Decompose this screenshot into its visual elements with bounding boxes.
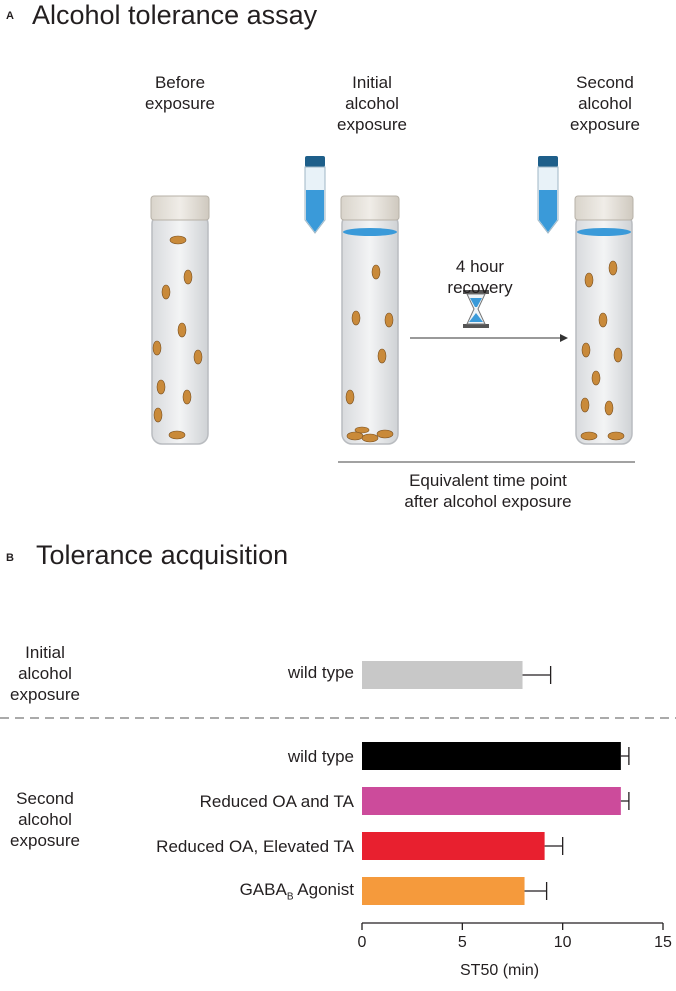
hourglass-icon — [463, 290, 489, 328]
bar-wild-type-initial — [362, 661, 523, 689]
bars-group — [362, 661, 630, 905]
bar-wild-type-second — [362, 742, 621, 770]
alcohol-tube-1 — [304, 156, 326, 234]
stage-initial-label: Initial alcohol exposure — [337, 73, 407, 134]
vial-before — [150, 195, 210, 445]
flies-second — [580, 260, 625, 441]
error-bar-wild-type-second — [620, 747, 630, 765]
group-second-label: Second alcohol exposure — [10, 789, 80, 850]
stage-before-label: Before exposure — [145, 73, 215, 113]
group-initial-label: Initial alcohol exposure — [10, 643, 80, 704]
recovery-arrow — [410, 334, 568, 342]
x-tick-label-5: 5 — [457, 934, 467, 951]
vial-second — [574, 195, 634, 445]
error-bar-reduced-oa-ta — [620, 792, 630, 810]
panel-a-illustration — [150, 156, 635, 463]
bar-label-wild-type-initial: wild type — [287, 663, 354, 682]
x-tick-label-15: 15 — [654, 934, 672, 951]
x-tick-label-0: 0 — [357, 934, 367, 951]
bar-reduced-oa-elevated-ta — [362, 832, 545, 860]
alcohol-tube-2 — [537, 156, 559, 234]
recovery-label: 4 hour recovery — [447, 257, 513, 297]
panel-a-title: Alcohol tolerance assay — [32, 0, 318, 30]
flies-before — [152, 235, 203, 440]
error-bar-reduced-oa-elevated-ta — [544, 837, 564, 855]
bar-gaba-b-agonist — [362, 877, 525, 905]
flies-initial — [345, 264, 394, 443]
bar-label-reduced-oa-elevated-ta: Reduced OA, Elevated TA — [156, 837, 354, 856]
vial-initial — [340, 195, 400, 445]
bar-label-reduced-oa-ta: Reduced OA and TA — [199, 792, 354, 811]
bar-reduced-oa-ta — [362, 787, 621, 815]
x-tick-label-10: 10 — [553, 934, 572, 951]
panel-b-title: Tolerance acquisition — [36, 540, 289, 570]
panel-b-letter: B — [6, 552, 14, 564]
stage-second-label: Second alcohol exposure — [570, 73, 640, 134]
bar-label-gaba-agonist: GABAB Agonist — [239, 880, 354, 903]
equivalent-time-label: Equivalent time point after alcohol expo… — [404, 471, 572, 511]
panel-a-letter: A — [6, 10, 14, 22]
x-axis — [361, 922, 664, 930]
error-bar-wild-type-initial — [522, 666, 552, 684]
error-bar-gaba-b-agonist — [524, 882, 548, 900]
bar-label-wild-type-second: wild type — [287, 747, 354, 766]
x-axis-label: ST50 (min) — [460, 962, 540, 979]
